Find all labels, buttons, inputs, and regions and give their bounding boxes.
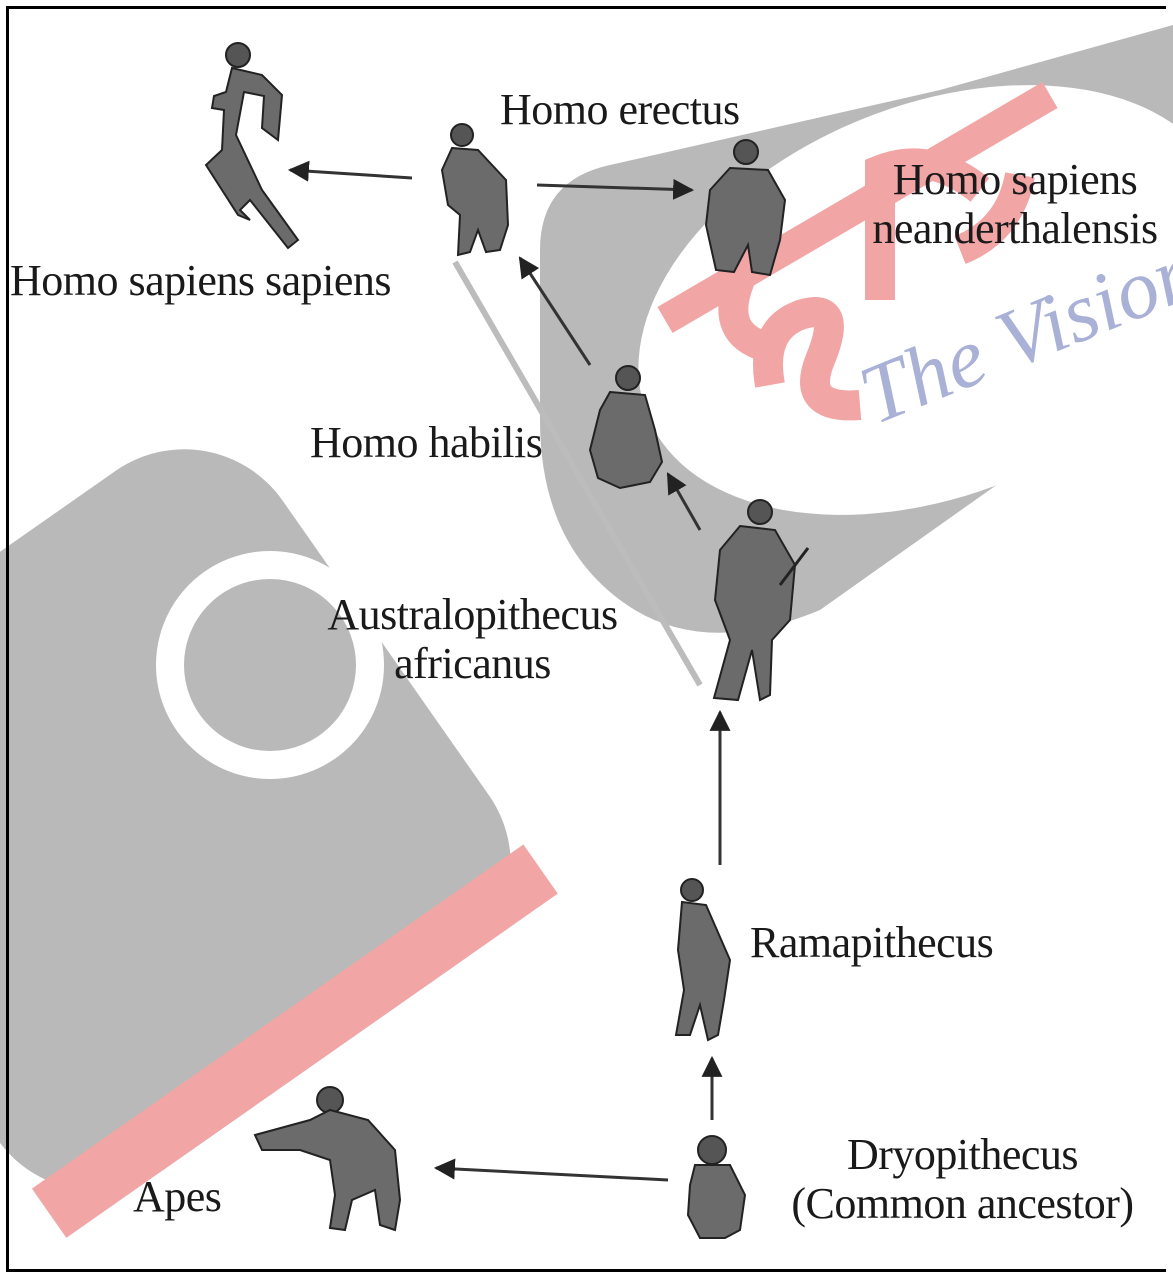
diagram-border xyxy=(6,6,1166,1272)
